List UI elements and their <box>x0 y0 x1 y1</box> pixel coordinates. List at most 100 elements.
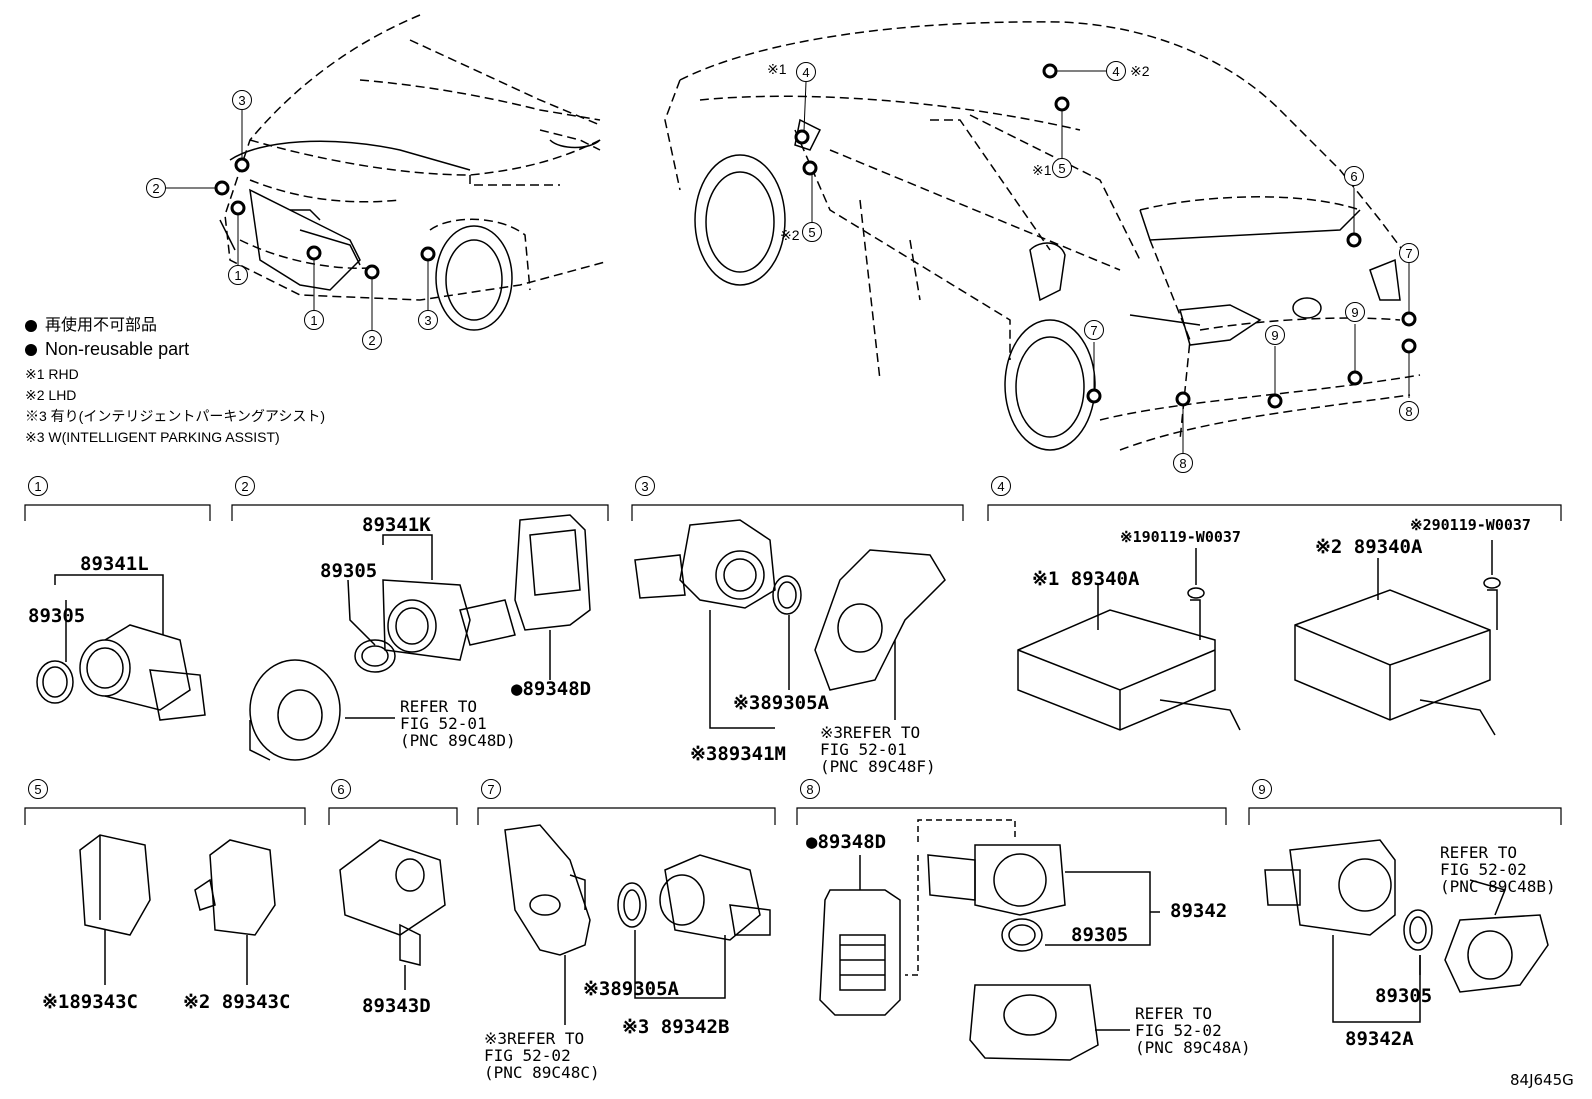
section-callout-9: 9 <box>1252 779 1272 799</box>
sensor-marker-5-rhd <box>1054 96 1070 112</box>
callout-7-right: 7 <box>1399 243 1419 263</box>
car-mark-rhd-top: ※1 <box>767 61 787 77</box>
figure-id: 84J645G <box>1510 1071 1574 1089</box>
callout-2-lower: 2 <box>362 330 382 350</box>
bracket-2 <box>231 504 609 521</box>
section-callout-3: 3 <box>635 476 655 496</box>
bracket-4 <box>987 504 1562 521</box>
rear-car-illustration <box>664 21 1421 451</box>
section-callout-6: 6 <box>331 779 351 799</box>
section-callout-1: 1 <box>28 476 48 496</box>
section-callout-4: 4 <box>991 476 1011 496</box>
bracket-3 <box>631 504 964 521</box>
section-callout-7: 7 <box>481 779 501 799</box>
car-mark-lhd-top: ※2 <box>1130 63 1150 79</box>
part-group-7-illustration <box>504 824 771 1025</box>
part-number-89341M: ※389341M <box>690 743 786 765</box>
sensor-marker-9-left <box>1267 393 1283 409</box>
part-number-89342B: ※3 89342B <box>622 1016 730 1038</box>
callout-9-left: 9 <box>1265 325 1285 345</box>
part-number-89343D: 89343D <box>362 995 431 1017</box>
section-brackets <box>24 504 1562 825</box>
refer-to-fig-52-01-89C48F: ※3REFER TO FIG 52-01 (PNC 89C48F) <box>820 723 936 776</box>
part-group-4-illustration <box>1017 540 1501 736</box>
callout-9-right: 9 <box>1345 302 1365 322</box>
sensor-marker-3-lower <box>420 246 436 262</box>
callout-4-lhd: 4 <box>1106 61 1126 81</box>
callout-leaders <box>166 70 1410 453</box>
sensor-marker-2-left <box>214 180 230 196</box>
sensor-marker-1-lower <box>306 245 322 261</box>
legend-note-rhd: ※1 RHD <box>25 366 79 382</box>
part-group-1-illustration <box>36 574 206 721</box>
legend-ja-label: 再使用不可部品 <box>45 317 158 334</box>
callout-8-left: 8 <box>1173 453 1193 473</box>
part-group-2-illustration <box>249 514 591 761</box>
legend-en-label: Non-reusable part <box>45 339 190 359</box>
callout-2-left: 2 <box>146 178 166 198</box>
sensor-marker-2-lower <box>364 264 380 280</box>
part-group-6-illustration <box>339 839 446 990</box>
section-callout-2: 2 <box>235 476 255 496</box>
part-number-89341K: 89341K <box>362 514 431 536</box>
sensor-marker-3-upper <box>234 157 250 173</box>
callout-5-rhd: 5 <box>1052 158 1072 178</box>
part-number-89305A-g3: ※389305A <box>733 692 829 714</box>
section-callout-8: 8 <box>800 779 820 799</box>
callout-6: 6 <box>1344 166 1364 186</box>
part-number-89305-g9: 89305 <box>1375 985 1433 1007</box>
car-mark-lhd-mid: ※2 <box>780 227 800 243</box>
callout-5-lhd: 5 <box>802 222 822 242</box>
callout-8-right: 8 <box>1399 401 1419 421</box>
part-number-89342: 89342 <box>1170 900 1228 922</box>
callout-3-top: 3 <box>232 90 252 110</box>
callout-3-lower: 3 <box>418 310 438 330</box>
front-car-illustration <box>224 14 606 301</box>
part-number-89348D-g8: ●89348D <box>806 831 887 853</box>
non-reusable-dot-icon <box>25 319 37 332</box>
sensor-marker-1-upper <box>230 200 246 216</box>
part-number-89305-g2: 89305 <box>320 560 378 582</box>
part-group-9-illustration <box>1264 839 1549 1023</box>
legend-note-ipa-ja: ※3 有り(インテリジェントパーキングアシスト) <box>25 408 326 424</box>
bracket-7 <box>477 807 776 825</box>
front-car-solid <box>219 139 601 331</box>
sensor-marker-7-left <box>1086 388 1102 404</box>
part-number-89343C-rhd: ※189343C <box>42 991 138 1013</box>
legend-note-lhd: ※2 LHD <box>25 387 77 403</box>
legend-non-reusable-en: Non-reusable part <box>25 340 189 358</box>
section-callout-5: 5 <box>28 779 48 799</box>
part-number-89305-g8: 89305 <box>1071 924 1129 946</box>
ecu-part-number-rhd: ※1 89340A <box>1032 568 1140 590</box>
refer-to-fig-52-02-89C48A: REFER TO FIG 52-02 (PNC 89C48A) <box>1135 1004 1251 1057</box>
sensor-marker-6 <box>1346 232 1362 248</box>
part-number-89342A: 89342A <box>1345 1028 1414 1050</box>
bracket-8 <box>796 807 1227 825</box>
part-number-89348D-g2: ●89348D <box>511 678 592 700</box>
sensor-marker-9-right <box>1347 370 1363 386</box>
bolt-part-number-rhd: ※190119-W0037 <box>1120 528 1241 546</box>
sensor-marker-8-right <box>1401 338 1417 354</box>
part-group-5-illustration <box>79 834 276 985</box>
refer-to-fig-52-01-89C48D: REFER TO FIG 52-01 (PNC 89C48D) <box>400 697 516 750</box>
bolt-part-number-lhd: ※290119-W0037 <box>1410 516 1531 534</box>
bracket-6 <box>328 807 458 825</box>
sensor-markers <box>214 63 1417 409</box>
sensor-marker-4-lhd <box>1042 63 1058 79</box>
callout-1-lower: 1 <box>304 310 324 330</box>
bracket-9 <box>1248 807 1562 825</box>
sensor-marker-7-right <box>1401 311 1417 327</box>
car-mark-rhd-mid: ※1 <box>1032 162 1052 178</box>
part-number-89341L: 89341L <box>80 553 149 575</box>
refer-to-fig-52-02-89C48B: REFER TO FIG 52-02 (PNC 89C48B) <box>1440 843 1556 896</box>
callout-7-left: 7 <box>1084 320 1104 340</box>
part-group-3-illustration <box>634 519 946 729</box>
sensor-marker-4-rhd <box>794 129 810 145</box>
ecu-part-number-lhd: ※2 89340A <box>1315 536 1423 558</box>
part-group-8-illustration <box>819 819 1160 1061</box>
bracket-5 <box>24 807 306 825</box>
callout-4-rhd: 4 <box>796 62 816 82</box>
sensor-marker-8-left <box>1175 391 1191 407</box>
refer-to-fig-52-02-89C48C: ※3REFER TO FIG 52-02 (PNC 89C48C) <box>484 1029 600 1082</box>
